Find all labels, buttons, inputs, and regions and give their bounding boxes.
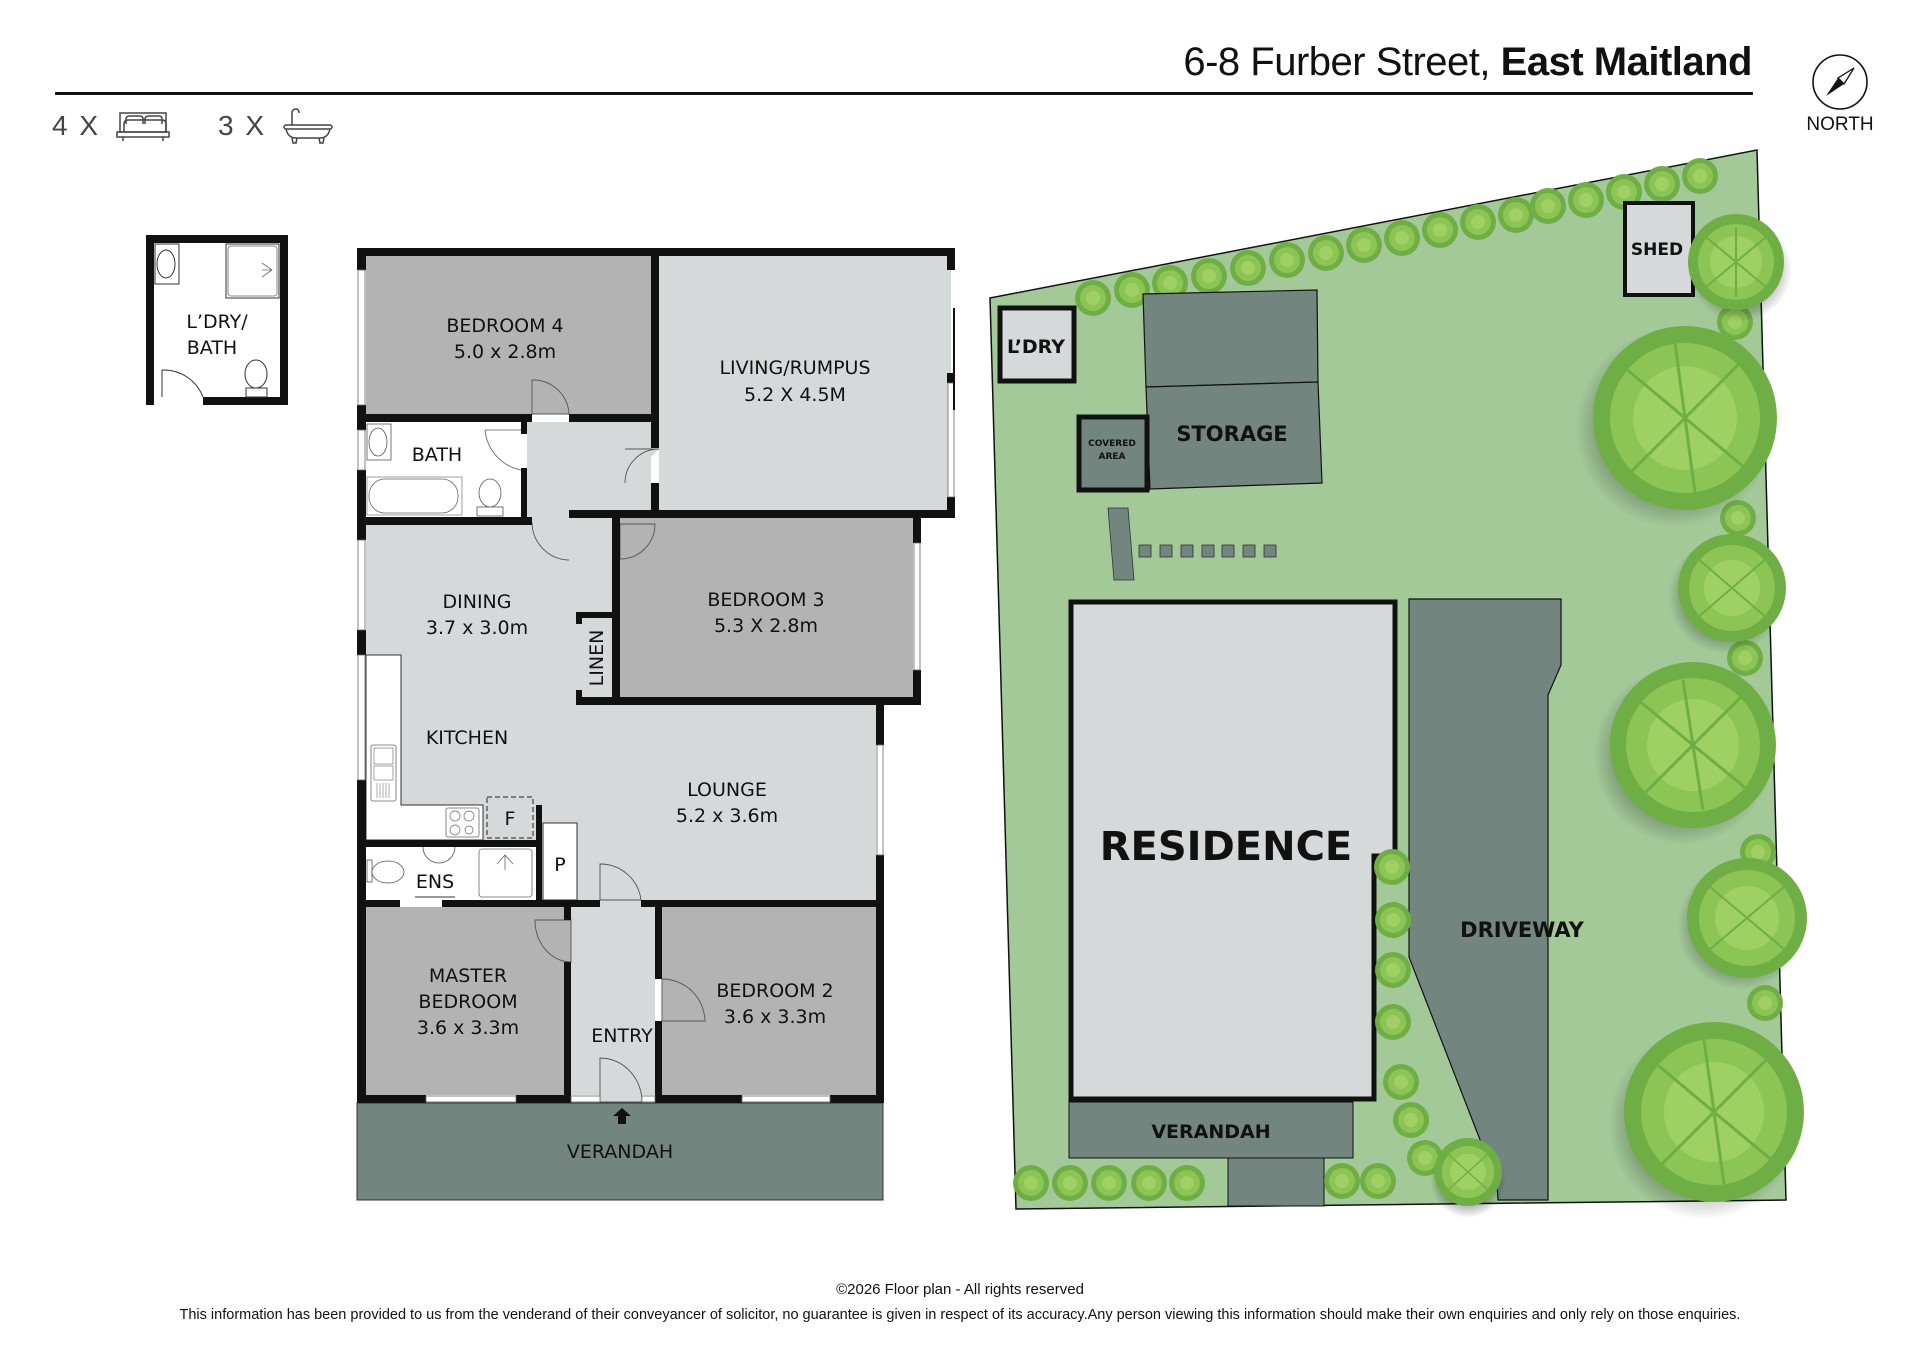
residence-building (1068, 599, 1398, 1102)
outbuilding-label-line2: BATH (187, 337, 237, 359)
address-street: 6-8 Furber Street, (1183, 40, 1491, 84)
north-indicator: NORTH (1805, 52, 1875, 136)
bathtub-icon (283, 108, 333, 144)
bathroom-count-text: 3 X (218, 110, 267, 141)
label-linen: LINEN (586, 630, 608, 687)
room-bedroom-3 (620, 518, 913, 697)
site-label-driveway: DRIVEWAY (1460, 918, 1584, 942)
entry-arrow-icon (613, 1108, 631, 1124)
room-lounge (542, 705, 876, 900)
property-address-title: 6-8 Furber Street, East Maitland (1183, 40, 1752, 85)
size-master: 3.6 x 3.3m (417, 1017, 519, 1039)
header-rule (55, 92, 1753, 95)
label-bedroom-4: BEDROOM 4 (446, 315, 563, 337)
room-master-bedroom (366, 907, 564, 1095)
label-living: LIVING/RUMPUS (719, 357, 870, 379)
bedroom-count: 4 X (52, 110, 174, 142)
label-kitchen: KITCHEN (426, 727, 508, 749)
label-lounge: LOUNGE (687, 779, 767, 801)
bedroom-count-text: 4 X (52, 110, 101, 141)
label-verandah: VERANDAH (567, 1141, 673, 1163)
north-label: NORTH (1806, 114, 1874, 135)
size-dining: 3.7 x 3.0m (426, 617, 528, 639)
size-bedroom-3: 5.3 X 2.8m (714, 615, 818, 637)
label-bedroom-3: BEDROOM 3 (707, 589, 824, 611)
compass-icon (1812, 54, 1868, 110)
label-master-line1: MASTER (429, 965, 507, 987)
site-label-laundry: L’DRY (1007, 336, 1065, 358)
label-bedroom-2: BEDROOM 2 (716, 980, 833, 1002)
site-label-storage: STORAGE (1176, 422, 1287, 446)
floor-plan: BEDROOM 4 5.0 x 2.8m LIVING/RUMPUS 5.2 X… (356, 248, 955, 1201)
label-master-line2: BEDROOM (418, 991, 517, 1013)
site-label-verandah: VERANDAH (1151, 1121, 1270, 1143)
site-label-residence: RESIDENCE (1100, 824, 1353, 870)
bathroom-count: 3 X (218, 108, 338, 144)
label-entry: ENTRY (591, 1025, 653, 1047)
room-counts: 4 X 3 X (52, 108, 382, 144)
size-bedroom-4: 5.0 x 2.8m (454, 341, 556, 363)
site-label-covered-1: COVERED (1088, 439, 1136, 449)
bed-icon (116, 112, 170, 141)
trees (1430, 214, 1807, 1220)
site-plan: L’DRY STORAGE COVERED AREA SHED RESIDENC… (989, 149, 1807, 1220)
label-ensuite: ENS (416, 871, 454, 893)
label-dining: DINING (443, 591, 512, 613)
disclaimer-text: This information has been provided to us… (179, 1307, 1741, 1323)
site-label-covered-2: AREA (1098, 452, 1125, 462)
label-fridge: F (505, 808, 516, 830)
label-pantry: P (554, 854, 565, 876)
label-bath: BATH (412, 444, 462, 466)
size-living: 5.2 X 4.5M (744, 384, 846, 406)
outbuilding-label-line1: L’DRY/ (186, 311, 248, 333)
fridge-space (486, 796, 534, 839)
size-bedroom-2: 3.6 x 3.3m (724, 1006, 826, 1028)
address-suburb: East Maitland (1500, 40, 1753, 84)
room-bedroom-4 (366, 256, 651, 414)
size-lounge: 5.2 x 3.6m (676, 805, 778, 827)
laundry-bath-outbuilding: L’DRY/ BATH (146, 235, 288, 405)
room-living-rumpus (659, 256, 951, 510)
copyright-notice: ©2026 Floor plan - All rights reserved (836, 1281, 1084, 1298)
site-label-shed: SHED (1631, 240, 1683, 260)
room-pantry (542, 822, 578, 901)
